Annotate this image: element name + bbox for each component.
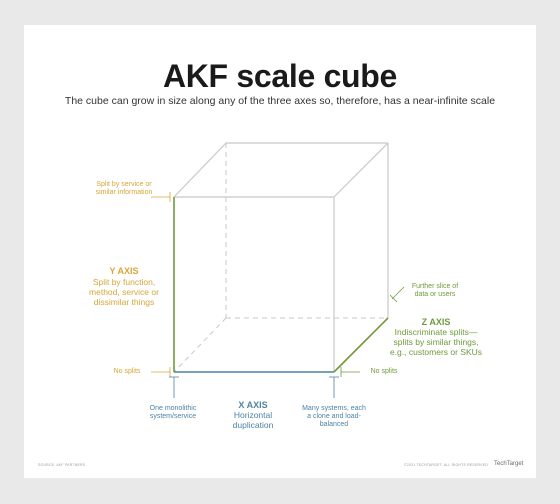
x-axis-left-label: One monolithic system/service <box>149 405 197 421</box>
z-axis-description: Indiscriminate splits—splits by similar … <box>389 327 483 357</box>
z-top-tick <box>389 294 398 303</box>
page-title: AKF scale cube <box>162 58 398 94</box>
z-axis-top-label: Further slice of data or users <box>411 283 459 299</box>
copyright-note: ©2021 TECHTARGET. ALL RIGHTS RESERVED <box>404 463 488 467</box>
z-axis-name: Z AXIS <box>421 317 451 327</box>
z-axis-bottom-label: No splits <box>370 368 398 375</box>
y-axis-description: Split by function, method, service or di… <box>89 277 159 307</box>
x-axis-description: Horizontal duplication <box>232 410 274 430</box>
page-subtitle: The cube can grow in size along any of t… <box>64 95 496 107</box>
source-note: SOURCE: AKF PARTNERS <box>38 463 86 467</box>
brand-logo-text: TechTarget <box>494 461 524 467</box>
cube-hidden-edge-diagonal <box>173 317 227 373</box>
x-axis-name: X AXIS <box>238 400 268 410</box>
y-axis-bottom-label: No splits <box>113 368 141 375</box>
cube-edge-right-top-diag <box>333 142 389 198</box>
diagram-card <box>24 25 536 478</box>
cube-edge-left-top-diag <box>173 142 227 198</box>
y-axis-name: Y AXIS <box>109 266 139 276</box>
y-axis-top-label: Split by service or similar information <box>95 181 153 197</box>
z-axis-line <box>333 317 389 373</box>
z-top-leader <box>391 286 405 300</box>
x-axis-right-label: Many systems, each a clone and load-bala… <box>302 405 366 429</box>
